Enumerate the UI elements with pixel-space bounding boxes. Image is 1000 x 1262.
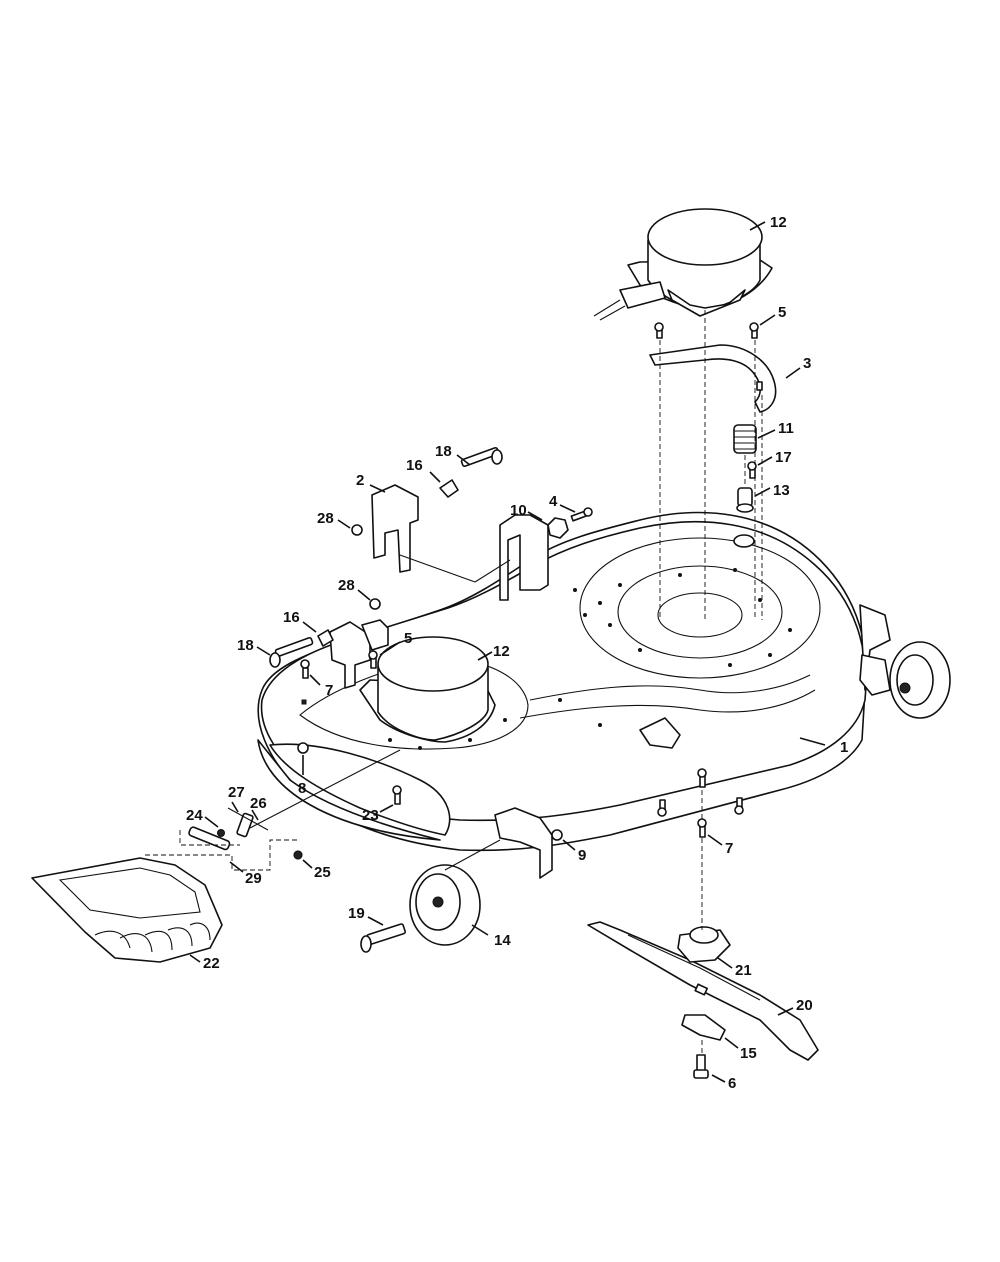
callout-label: 12 <box>770 214 787 231</box>
callout-label: 26 <box>250 795 267 812</box>
mower-blade-20 <box>587 921 819 1061</box>
callout-label: 12 <box>493 643 510 660</box>
callout-18-upper: 18 <box>435 443 471 466</box>
callout-25: 25 <box>302 859 331 881</box>
callout-7-right: 7 <box>707 834 733 857</box>
hanger-bracket-10 <box>499 514 549 601</box>
callout-21: 21 <box>717 957 752 979</box>
callout-label: 13 <box>773 482 790 499</box>
callout-label: 16 <box>283 609 300 626</box>
callout-16-lower: 16 <box>283 609 317 633</box>
callout-18-lower: 18 <box>237 637 271 656</box>
callout-label: 22 <box>203 955 220 972</box>
callout-label: 18 <box>435 443 452 460</box>
spring-11 <box>733 424 757 454</box>
callout-label: 21 <box>735 962 752 979</box>
callout-label: 8 <box>298 780 306 797</box>
blade-adapter-21 <box>677 926 731 963</box>
gauge-wheel-right <box>889 641 951 719</box>
callout-label: 20 <box>796 997 813 1014</box>
callout-20: 20 <box>777 997 813 1016</box>
callout-5-upper: 5 <box>759 304 786 326</box>
callout-label: 4 <box>549 493 558 510</box>
callout-7-left: 7 <box>309 674 333 699</box>
front-bracket-9 <box>494 807 553 879</box>
callout-23: 23 <box>362 804 394 824</box>
callout-label: 7 <box>725 840 733 857</box>
callout-22: 22 <box>189 954 220 972</box>
callout-label: 9 <box>578 847 586 864</box>
callout-1: 1 <box>799 737 848 756</box>
callout-label: 3 <box>803 355 811 372</box>
callout-label: 5 <box>404 630 412 647</box>
callout-11: 11 <box>757 420 794 439</box>
callout-16-upper: 16 <box>406 457 441 483</box>
callout-label: 1 <box>840 739 848 756</box>
callout-label: 6 <box>728 1075 736 1092</box>
callout-label: 18 <box>237 637 254 654</box>
callout-label: 11 <box>778 420 794 437</box>
callout-label: 28 <box>317 510 334 527</box>
hardware <box>269 322 763 860</box>
callout-14: 14 <box>471 924 511 949</box>
callout-26: 26 <box>250 795 267 821</box>
callout-12-lower: 12 <box>477 643 510 661</box>
callout-28-upper: 28 <box>317 510 351 529</box>
callout-28-lower: 28 <box>338 577 371 601</box>
callout-label: 23 <box>362 807 379 824</box>
callout-label: 24 <box>186 807 203 824</box>
callout-13: 13 <box>754 482 790 499</box>
callout-12-upper: 12 <box>749 214 787 231</box>
callout-label: 7 <box>325 682 333 699</box>
shoulder-bolt-19 <box>360 923 406 953</box>
callout-label: 28 <box>338 577 355 594</box>
blade-bolt-6 <box>693 1054 709 1079</box>
callout-24: 24 <box>186 807 219 828</box>
hanger-bracket-left <box>329 621 371 689</box>
callout-3: 3 <box>785 355 811 379</box>
deck-holes <box>388 568 792 750</box>
callout-29: 29 <box>229 861 262 887</box>
callout-2: 2 <box>356 472 386 493</box>
belt-cover-bracket <box>649 344 777 413</box>
bushing-13 <box>733 487 755 548</box>
callout-4: 4 <box>549 493 576 513</box>
callout-label: 19 <box>348 905 365 922</box>
mower-deck-shell <box>257 511 891 852</box>
callout-label: 25 <box>314 864 331 881</box>
callout-5-lower: 5 <box>379 630 412 656</box>
callout-15: 15 <box>724 1037 757 1062</box>
callout-19: 19 <box>348 905 384 926</box>
callout-label: 14 <box>494 932 511 949</box>
callout-label: 17 <box>775 449 792 466</box>
callout-label: 2 <box>356 472 364 489</box>
chute-hinge-parts <box>145 807 303 871</box>
callout-17: 17 <box>757 449 792 466</box>
callout-8: 8 <box>298 755 306 797</box>
callout-label: 27 <box>228 784 245 801</box>
hanger-bracket-2 <box>371 484 419 573</box>
callout-9: 9 <box>562 839 586 864</box>
callout-label: 16 <box>406 457 423 474</box>
gauge-wheel-14 <box>409 864 481 946</box>
callout-label: 5 <box>778 304 786 321</box>
alignment-lines <box>249 310 763 1055</box>
spindle-housing-right <box>593 208 773 321</box>
discharge-chute-22 <box>31 857 223 963</box>
callout-27: 27 <box>228 784 245 813</box>
callout-label: 10 <box>510 502 527 519</box>
spindle-housing-left <box>359 636 496 743</box>
callout-10: 10 <box>510 502 543 521</box>
blade-washer-15 <box>681 1014 726 1041</box>
callout-label: 15 <box>740 1045 757 1062</box>
callout-label: 29 <box>245 870 262 887</box>
callout-6: 6 <box>711 1074 736 1092</box>
